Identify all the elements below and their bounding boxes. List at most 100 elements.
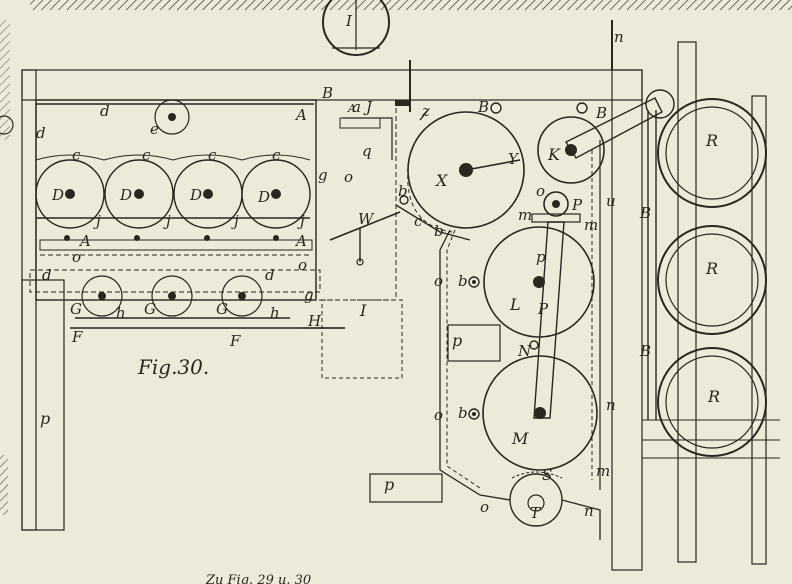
label-N: N	[517, 342, 532, 360]
label-J: J	[363, 98, 373, 116]
label-g1: g	[318, 166, 328, 184]
stairs-middle	[447, 324, 501, 362]
label-o6: o	[480, 498, 489, 516]
label-p1: p	[40, 409, 50, 428]
label-I-mid: I	[359, 301, 367, 320]
label-d4: d	[265, 266, 275, 284]
drum-L	[483, 226, 595, 338]
label-F2: F	[229, 332, 241, 350]
label-H: H	[307, 312, 322, 330]
valves-b	[399, 102, 588, 420]
label-c2: c	[142, 146, 151, 164]
label-d2: d	[36, 124, 46, 142]
label-c5: c	[414, 212, 423, 230]
label-B2: B	[477, 98, 489, 116]
label-d1: d	[100, 102, 110, 120]
stairs-lower	[369, 473, 443, 503]
label-j4: j	[297, 212, 305, 230]
label-n-top: n	[614, 28, 624, 46]
label-j3: j	[231, 212, 239, 230]
label-F1: F	[71, 328, 83, 346]
label-S: S	[542, 466, 552, 484]
belt-arm-P	[533, 221, 565, 419]
left-margin-wheel	[0, 115, 14, 135]
label-o5: o	[434, 406, 443, 424]
label-c1: c	[72, 146, 81, 164]
top-hatched-strip	[30, 0, 792, 10]
right-rack	[642, 41, 780, 565]
label-j2: j	[163, 212, 171, 230]
label-n2: n	[606, 396, 616, 414]
label-c3: c	[208, 146, 217, 164]
label-o3: o	[298, 256, 307, 274]
pipes-middle	[329, 60, 471, 266]
label-L: L	[509, 295, 521, 314]
top-tank	[322, 0, 390, 56]
drum-X	[407, 111, 525, 233]
label-R3: R	[707, 387, 720, 406]
label-R1: R	[705, 131, 718, 150]
label-G2: G	[144, 300, 156, 318]
label-A2: A	[78, 232, 91, 250]
roller-e	[36, 99, 314, 135]
barrels	[657, 98, 767, 457]
wheel-P-junction	[531, 191, 581, 223]
label-o7: o	[536, 182, 545, 200]
lower-drums	[70, 275, 345, 329]
label-X: X	[434, 171, 448, 190]
label-z: z	[421, 102, 430, 120]
label-m2: m	[584, 216, 598, 234]
label-I-top: I	[345, 12, 353, 30]
label-m3: m	[596, 462, 610, 480]
label-b3: b	[458, 272, 468, 290]
label-c4: c	[272, 146, 281, 164]
label-b4: b	[458, 404, 468, 422]
label-W: W	[358, 210, 375, 228]
labels: I n d d d d e A A A A B B B a J z c c c …	[36, 12, 720, 522]
label-n3: n	[584, 502, 594, 520]
label-B-right1: B	[639, 204, 651, 222]
label-A1: A	[294, 106, 307, 124]
label-D2: D	[119, 186, 132, 204]
label-A3: A	[294, 232, 307, 250]
label-o1: o	[344, 168, 353, 186]
label-P: P	[571, 196, 583, 214]
label-B-right2: B	[639, 342, 651, 360]
label-o2: o	[72, 248, 81, 266]
label-h1: h	[116, 304, 126, 322]
stairs-left	[21, 279, 65, 531]
label-j1: j	[93, 212, 101, 230]
label-G3: G	[216, 300, 228, 318]
drum-M	[482, 355, 598, 471]
label-D3: D	[189, 186, 202, 204]
label-B1: B	[321, 84, 333, 102]
label-p3: p	[384, 475, 394, 494]
figure-caption: Zu Fig. 29 u. 30	[205, 573, 311, 584]
label-D1: D	[51, 186, 64, 204]
label-q: q	[362, 142, 372, 160]
label-e: e	[150, 120, 159, 138]
label-u: u	[606, 192, 616, 210]
label-M: M	[511, 429, 529, 448]
dryer-drums	[35, 154, 311, 229]
label-b2: b	[434, 222, 444, 240]
label-K: K	[547, 145, 561, 164]
label-a: a	[352, 98, 361, 116]
figure-title: Fig.30.	[137, 355, 209, 379]
label-R2: R	[705, 259, 718, 278]
label-g2: g	[304, 286, 314, 304]
label-b1: b	[398, 182, 408, 200]
left-margin-post	[0, 455, 8, 515]
drum-K	[537, 89, 675, 184]
label-p-small: p	[536, 248, 546, 266]
label-T: T	[530, 504, 541, 522]
valves-row	[64, 235, 279, 241]
left-margin-structure	[0, 20, 10, 140]
label-p2: p	[452, 331, 462, 350]
label-m1: m	[518, 206, 532, 224]
label-P-belt: P	[537, 300, 549, 318]
label-o4: o	[434, 272, 443, 290]
label-A4: A	[347, 102, 356, 115]
conduit-o	[439, 140, 601, 540]
